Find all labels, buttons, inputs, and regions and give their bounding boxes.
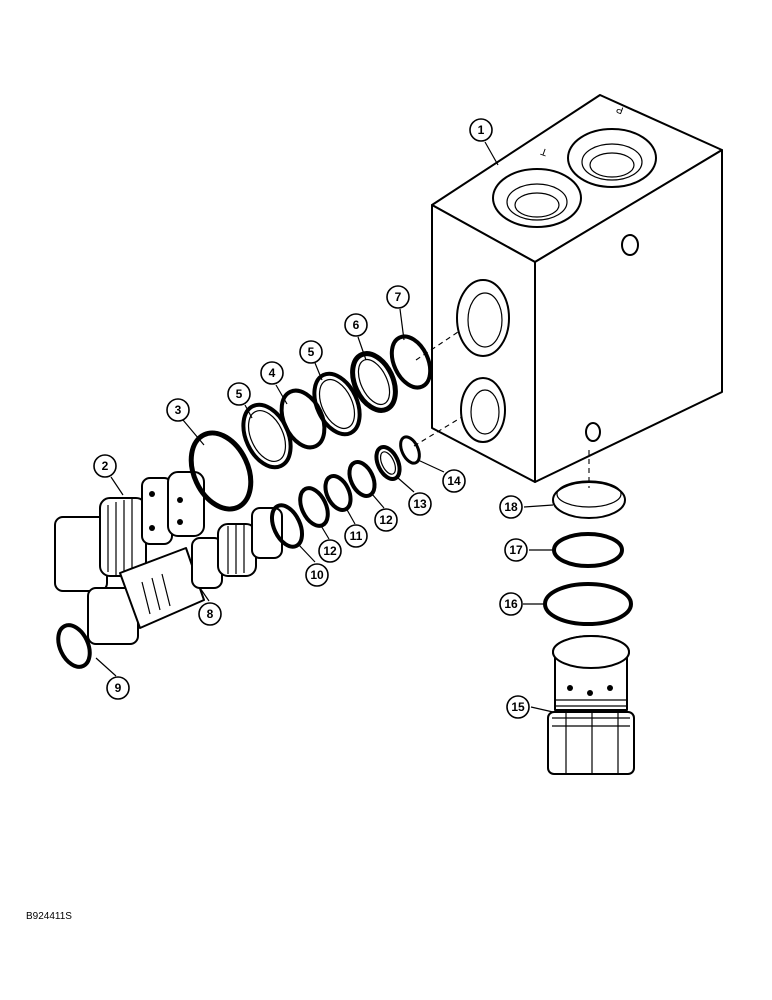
callout-14: 14 (442, 469, 466, 493)
callout-label: 14 (447, 474, 461, 488)
relief-valve (87, 507, 283, 645)
callout-10: 10 (305, 563, 329, 587)
callout-label: 4 (269, 366, 276, 380)
callout-2: 2 (93, 454, 117, 478)
callout-label: 5 (236, 387, 243, 401)
callout-13: 13 (408, 492, 432, 516)
callout-label: 11 (350, 529, 363, 543)
callout-3: 3 (166, 398, 190, 422)
callout-17: 17 (504, 538, 528, 562)
callout-5-right: 5 (299, 340, 323, 364)
callout-label: 17 (509, 543, 523, 557)
valve-body: T P (431, 94, 723, 483)
callout-label: 1 (478, 123, 485, 137)
callout-label: 9 (115, 681, 122, 695)
port-label-p: P (615, 103, 625, 116)
callout-6: 6 (344, 313, 368, 337)
figure-id: B924411S (26, 911, 72, 922)
callout-label: 12 (379, 513, 393, 527)
callout-label: 2 (102, 459, 109, 473)
port-label-t: T (540, 145, 550, 157)
callout-label: 7 (395, 290, 402, 304)
callout-label: 5 (308, 345, 315, 359)
callout-4: 4 (260, 361, 284, 385)
callout-9: 9 (106, 676, 130, 700)
callout-label: 3 (175, 403, 182, 417)
seal-rings (56, 334, 633, 669)
leader-lines (95, 141, 554, 713)
callout-12-left: 12 (318, 539, 342, 563)
callout-label: 10 (310, 568, 324, 582)
assembly-lines (413, 331, 590, 488)
callout-label: 15 (511, 700, 525, 714)
callout-label: 6 (353, 318, 360, 332)
callout-label: 18 (504, 500, 518, 514)
callout-15: 15 (506, 695, 530, 719)
callout-label: 13 (413, 497, 427, 511)
callout-16: 16 (499, 592, 523, 616)
callout-11: 11 (344, 524, 368, 548)
callout-12-right: 12 (374, 508, 398, 532)
callout-7: 7 (386, 285, 410, 309)
check-valve-cartridge (547, 635, 635, 775)
callout-label: 8 (207, 607, 214, 621)
callout-1: 1 (469, 118, 493, 142)
callout-label: 12 (323, 544, 337, 558)
callout-label: 16 (504, 597, 518, 611)
callout-8: 8 (198, 602, 222, 626)
callout-5-left: 5 (227, 382, 251, 406)
callout-18: 18 (499, 495, 523, 519)
